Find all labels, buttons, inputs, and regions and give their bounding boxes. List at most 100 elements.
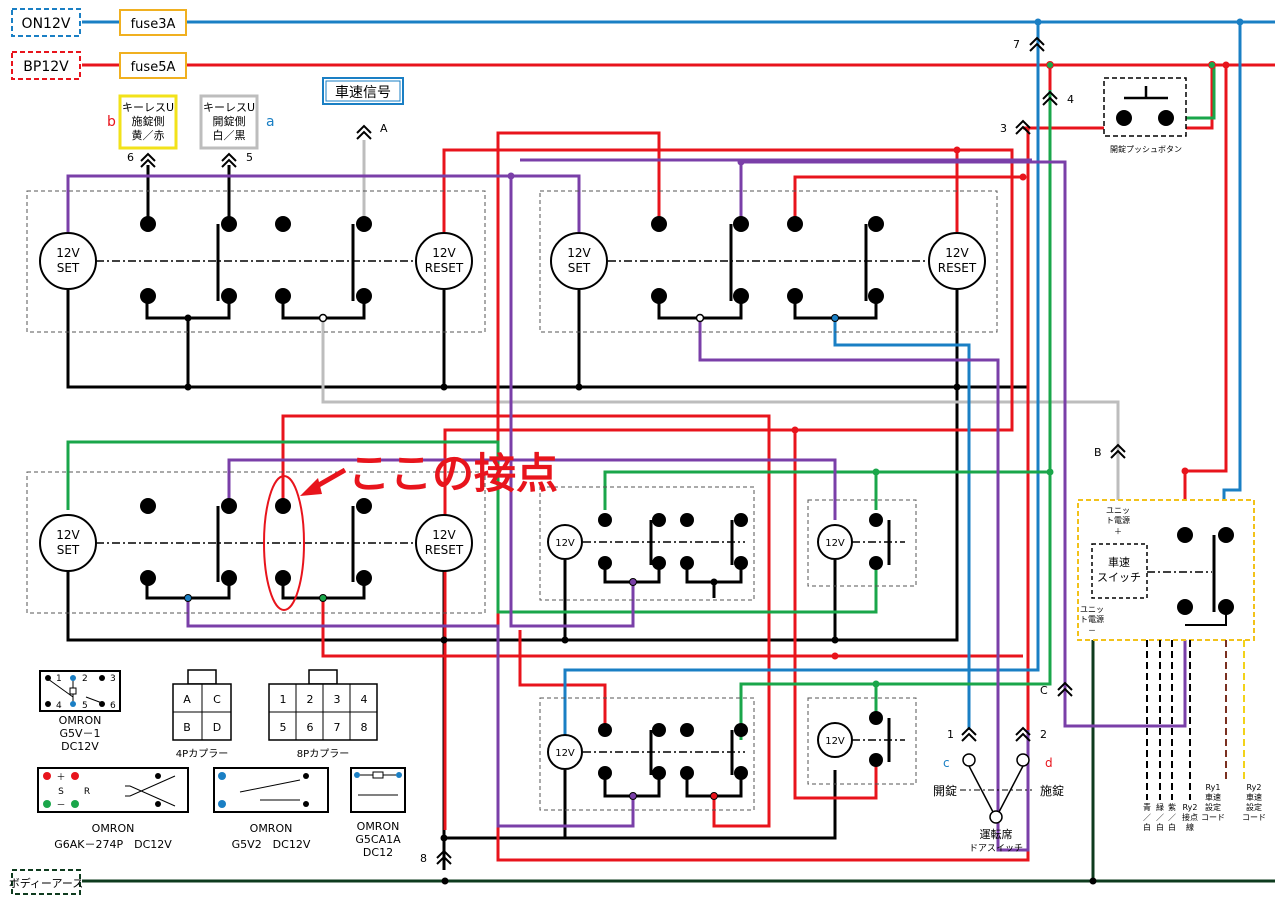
svg-text:12V: 12V bbox=[825, 736, 845, 747]
svg-text:OMRON: OMRON bbox=[92, 822, 135, 835]
svg-text:キーレスU: キーレスU bbox=[122, 101, 174, 114]
svg-text:4: 4 bbox=[56, 701, 62, 711]
svg-text:12V: 12V bbox=[825, 538, 845, 549]
svg-text:RESET: RESET bbox=[938, 261, 977, 275]
svg-text:SET: SET bbox=[57, 261, 80, 275]
svg-text:施錠: 施錠 bbox=[1040, 783, 1064, 798]
pin-3: 3 bbox=[1000, 122, 1007, 135]
fuse3a-label: fuse3A bbox=[131, 17, 176, 32]
svg-text:G6AK－274P DC12V: G6AK－274P DC12V bbox=[54, 838, 172, 851]
svg-text:S: S bbox=[58, 787, 64, 797]
svg-text:5: 5 bbox=[246, 151, 253, 164]
svg-text:4: 4 bbox=[361, 693, 368, 706]
svg-text:4Pカプラー: 4Pカプラー bbox=[176, 748, 228, 760]
svg-text:5: 5 bbox=[82, 701, 88, 711]
svg-text:12V: 12V bbox=[567, 246, 591, 260]
keyless-unlock-letter: a bbox=[266, 114, 275, 130]
svg-text:A: A bbox=[183, 693, 191, 706]
svg-text:2: 2 bbox=[82, 674, 88, 684]
callout-text: ここの接点 bbox=[348, 449, 558, 498]
relay-top-right: 12V SET 12V RESET bbox=[539, 190, 998, 333]
relay-bottom-center: 12V bbox=[539, 697, 755, 811]
svg-text:12V: 12V bbox=[56, 246, 80, 260]
svg-text:ト電源: ト電源 bbox=[1080, 615, 1104, 624]
svg-text:Ry1: Ry1 bbox=[1206, 783, 1221, 792]
svg-text:d: d bbox=[1045, 756, 1053, 770]
fuse3a-box bbox=[119, 9, 187, 36]
body-earth-box bbox=[11, 869, 81, 895]
svg-text:7: 7 bbox=[334, 721, 341, 734]
svg-text:ユニッ: ユニッ bbox=[1106, 506, 1130, 515]
pin-8: 8 bbox=[420, 852, 427, 865]
svg-text:8: 8 bbox=[361, 721, 368, 734]
svg-text:／: ／ bbox=[1143, 813, 1151, 822]
svg-text:3: 3 bbox=[334, 693, 341, 706]
svg-text:R: R bbox=[84, 787, 90, 797]
pin-C: C bbox=[1040, 684, 1048, 697]
svg-text:白／黒: 白／黒 bbox=[213, 128, 246, 142]
svg-text:接点: 接点 bbox=[1182, 812, 1198, 822]
svg-text:RESET: RESET bbox=[425, 261, 464, 275]
svg-text:6: 6 bbox=[110, 701, 116, 711]
svg-text:コード: コード bbox=[1201, 813, 1225, 822]
door-switch: c d 開錠 施錠 運転席 ドアスイッチ bbox=[933, 753, 1064, 854]
svg-text:設定: 設定 bbox=[1205, 802, 1221, 812]
svg-text:開錠プッシュボタン: 開錠プッシュボタン bbox=[1110, 144, 1182, 154]
callout: ここの接点 bbox=[300, 449, 558, 498]
power-rails: ON12V fuse3A BP12V fuse5A ボディーアース bbox=[9, 8, 1275, 895]
harness-labels: 青 ／ 白 緑 ／ 白 紫 ／ 白 Ry2 接点 線 Ry1 車速 設定 コード… bbox=[1143, 783, 1266, 832]
svg-text:12V: 12V bbox=[432, 246, 456, 260]
svg-text:＋: ＋ bbox=[56, 772, 65, 783]
svg-text:12V: 12V bbox=[555, 748, 575, 759]
relay-bottom-right: 12V bbox=[807, 697, 917, 785]
svg-text:6: 6 bbox=[307, 721, 314, 734]
pin-1: 1 bbox=[947, 728, 954, 741]
legend-g6ak: ＋ S R － OMRON G6AK－274P DC12V bbox=[37, 767, 189, 851]
svg-text:DC12V: DC12V bbox=[61, 740, 99, 753]
svg-text:OMRON: OMRON bbox=[250, 822, 293, 835]
svg-text:青: 青 bbox=[1143, 802, 1151, 812]
svg-text:運転席: 運転席 bbox=[980, 827, 1013, 841]
svg-text:OMRON: OMRON bbox=[357, 820, 400, 833]
svg-text:12V: 12V bbox=[432, 528, 456, 542]
svg-text:A: A bbox=[380, 122, 388, 135]
svg-text:ドアスイッチ: ドアスイッチ bbox=[969, 843, 1023, 854]
svg-text:D: D bbox=[213, 721, 221, 734]
svg-text:SET: SET bbox=[57, 543, 80, 557]
coil-set bbox=[39, 232, 97, 290]
svg-text:ユニッ: ユニッ bbox=[1080, 605, 1104, 614]
svg-text:白: 白 bbox=[1168, 822, 1176, 832]
svg-text:12V: 12V bbox=[56, 528, 80, 542]
svg-text:12V: 12V bbox=[555, 538, 575, 549]
on12v-label: ON12V bbox=[22, 16, 71, 32]
body-earth-label: ボディーアース bbox=[9, 876, 84, 890]
svg-text:5: 5 bbox=[280, 721, 287, 734]
legend-g5v1: 1 2 3 4 5 6 OMRON G5V－1 DC12V bbox=[39, 670, 121, 753]
pin-7: 7 bbox=[1013, 38, 1020, 51]
pin-B: B bbox=[1094, 446, 1102, 459]
svg-text:1: 1 bbox=[280, 693, 287, 706]
on12v-box bbox=[11, 8, 81, 37]
svg-text:＋: ＋ bbox=[1114, 527, 1122, 536]
svg-text:車速信号: 車速信号 bbox=[335, 84, 391, 101]
svg-text:キーレスU: キーレスU bbox=[203, 101, 255, 114]
svg-text:車速: 車速 bbox=[1246, 792, 1262, 802]
svg-text:B: B bbox=[183, 721, 191, 734]
svg-text:施錠側: 施錠側 bbox=[132, 114, 165, 128]
svg-text:1: 1 bbox=[56, 674, 62, 684]
legend-8p-coupler: 1 2 3 4 5 6 7 8 8Pカプラー bbox=[268, 669, 378, 760]
speed-unit: ユニッ ト電源 ＋ 車速 スイッチ ユニッ ト電源 － bbox=[1077, 499, 1255, 641]
svg-text:／: ／ bbox=[1168, 813, 1176, 822]
coil-set bbox=[39, 514, 97, 572]
relay-mid-right: 12V bbox=[807, 499, 917, 587]
svg-text:12V: 12V bbox=[945, 246, 969, 260]
wires bbox=[66, 22, 1242, 881]
svg-text:ト電源: ト電源 bbox=[1106, 516, 1130, 525]
relay-mid-center: 12V bbox=[539, 486, 755, 601]
svg-text:c: c bbox=[943, 756, 950, 770]
svg-text:3: 3 bbox=[110, 674, 116, 684]
legend-g5v2: OMRON G5V2 DC12V bbox=[213, 767, 329, 851]
coil-set bbox=[550, 232, 608, 290]
svg-text:黄／赤: 黄／赤 bbox=[132, 128, 165, 142]
